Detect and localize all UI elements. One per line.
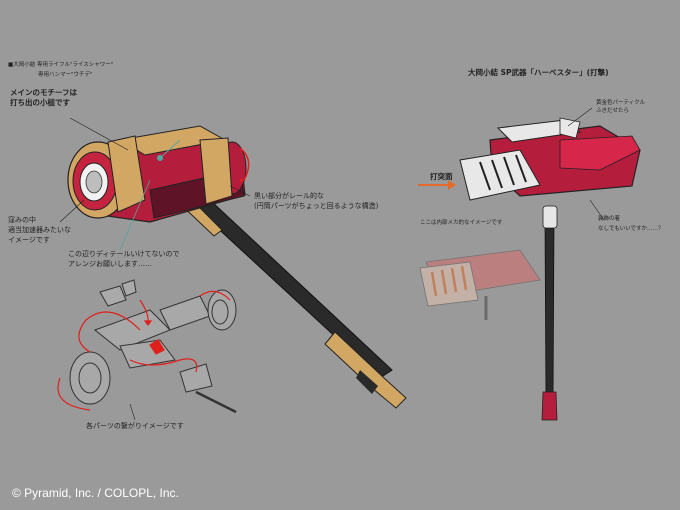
note-detail: この辺りディテールいけてないので bbox=[68, 250, 180, 258]
note-accelerator: 窪みの中 bbox=[8, 216, 36, 224]
note-rail: 黒い部分がレール的な bbox=[254, 192, 324, 200]
note-motif-2: 打ち出の小槌です bbox=[10, 98, 70, 107]
note-striking-face: 打突面 bbox=[430, 172, 453, 181]
note-decoration-2: なしでもいいですか……？ bbox=[598, 226, 664, 232]
note-decoration: 装飾の着 bbox=[598, 216, 621, 222]
hammer-uchide-illustration bbox=[59, 117, 407, 409]
note-detail-2: アレンジお願いします…… bbox=[68, 260, 152, 268]
harvester-illustration bbox=[418, 107, 641, 421]
note-inner-mech: ここは内部メカ的なイメージです bbox=[420, 220, 503, 226]
note-accelerator-2: 適当加速器みたいな bbox=[8, 226, 71, 234]
note-rail-2: (円筒パーツがちょっと回るような構造) bbox=[254, 202, 379, 210]
note-gold-particle-2: ふきだせたら bbox=[596, 108, 630, 114]
note-parts-connection: 各パーツの繋がりイメージです bbox=[86, 422, 184, 430]
copyright-text: © Pyramid, Inc. / COLOPL, Inc. bbox=[12, 486, 179, 500]
left-header-line2: 専用ハンマー"ウチデ" bbox=[38, 72, 93, 78]
note-motif: メインのモチーフは bbox=[10, 88, 78, 97]
left-header-line1: ■大岡小結 専用ライフル"ライスシャワー" bbox=[8, 62, 114, 68]
note-gold-particle: 黄金色パーティクル bbox=[596, 100, 646, 106]
note-accelerator-3: イメージです bbox=[8, 236, 50, 244]
right-title: 大岡小結 SP武器「ハーベスター」(打撃) bbox=[468, 68, 609, 77]
hammer-exploded-sketch bbox=[57, 279, 237, 421]
